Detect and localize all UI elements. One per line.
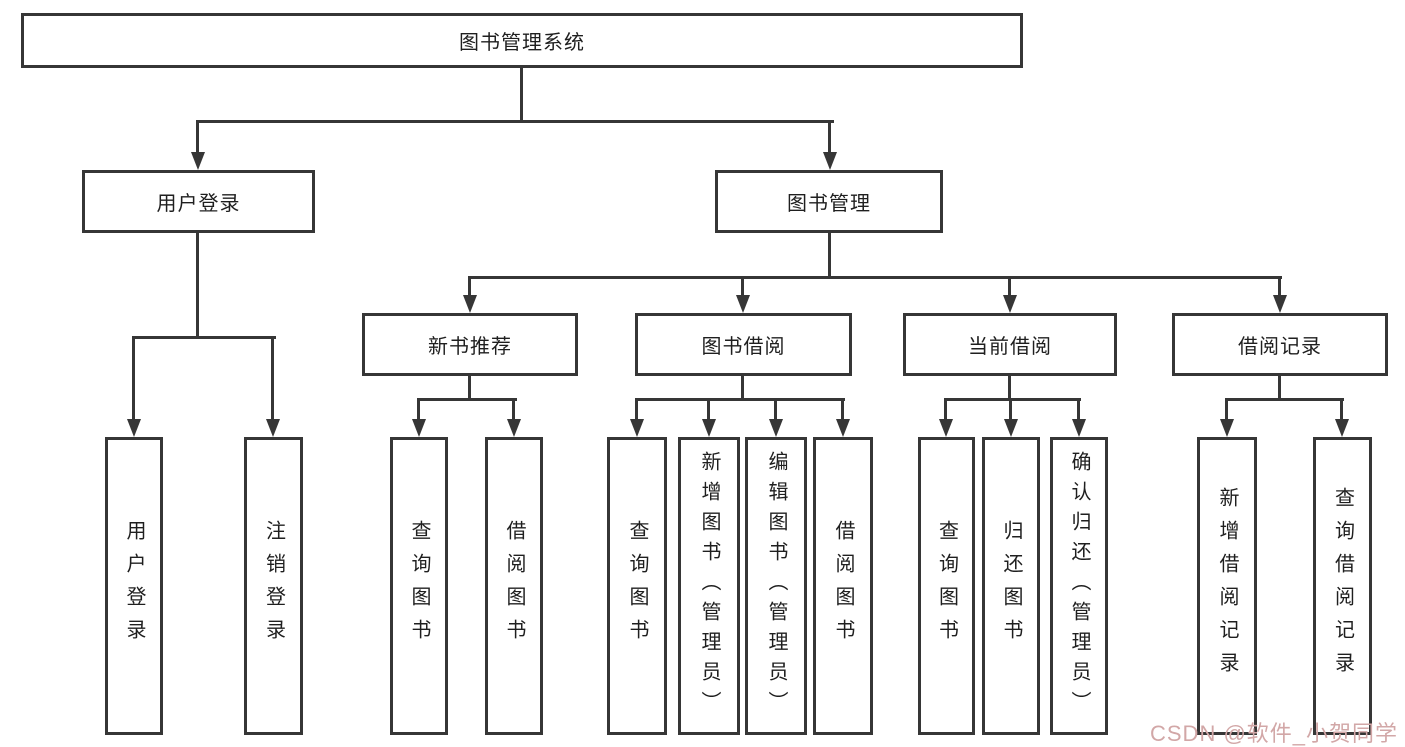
node-current-borrow: 当前借阅	[903, 313, 1117, 376]
connector-l3-drop	[1008, 276, 1011, 297]
connector-leaf-drop	[417, 398, 420, 421]
connector-leaf-drop	[132, 336, 135, 421]
connector-leaf-drop	[271, 336, 274, 421]
connector-leaf-drop	[1009, 398, 1012, 421]
leaf-label: 借阅图书	[503, 520, 525, 652]
arrowhead-icon	[507, 419, 521, 437]
arrowhead-icon	[736, 295, 750, 313]
arrowhead-icon	[702, 419, 716, 437]
node-book-borrow: 图书借阅	[635, 313, 852, 376]
connector-user-login-drop	[196, 120, 199, 154]
node-book-management-label: 图书管理	[787, 193, 871, 215]
leaf-query-books-recommend: 查询图书	[390, 437, 448, 735]
arrowhead-icon	[769, 419, 783, 437]
connector-leaf-drop	[1077, 398, 1080, 421]
leaf-edit-book-admin: 编辑图书（管理员）	[745, 437, 807, 735]
leaf-label: 注销登录	[262, 520, 285, 652]
leaf-label: 查询图书	[626, 520, 648, 652]
arrowhead-icon	[1072, 419, 1086, 437]
connector-current-bus	[944, 398, 1081, 401]
connector-borrow-bus	[635, 398, 845, 401]
connector-leaf-drop	[1340, 398, 1343, 421]
node-current-borrow-label: 当前借阅	[968, 336, 1052, 358]
arrowhead-icon	[836, 419, 850, 437]
leaf-logout: 注销登录	[244, 437, 303, 735]
arrowhead-icon	[191, 152, 205, 170]
leaf-query-books-borrow: 查询图书	[607, 437, 667, 735]
connector-new-books-stem	[468, 376, 471, 401]
arrowhead-icon	[823, 152, 837, 170]
node-new-book-recommend-label: 新书推荐	[428, 336, 512, 358]
node-book-management: 图书管理	[715, 170, 943, 233]
arrowhead-icon	[463, 295, 477, 313]
connector-leaf-drop	[512, 398, 515, 421]
connector-user-login-stem	[196, 233, 199, 339]
leaf-query-borrow-record: 查询借阅记录	[1313, 437, 1372, 735]
connector-user-login-bus	[132, 336, 276, 339]
leaf-borrow-books-borrow: 借阅图书	[813, 437, 873, 735]
watermark: CSDN @软件_小贺同学	[1150, 721, 1399, 746]
leaf-label: 查询借阅记录	[1331, 487, 1354, 685]
connector-l3-drop	[741, 276, 744, 297]
node-new-book-recommend: 新书推荐	[362, 313, 578, 376]
node-user-login: 用户登录	[82, 170, 315, 233]
leaf-label: 确认归还（管理员）	[1068, 451, 1090, 721]
node-root-label: 图书管理系统	[459, 32, 585, 54]
leaf-label: 新增图书（管理员）	[698, 451, 720, 721]
arrowhead-icon	[630, 419, 644, 437]
connector-leaf-drop	[774, 398, 777, 421]
connector-records-bus	[1225, 398, 1344, 401]
connector-root-bus	[196, 120, 834, 123]
connector-root-stem	[520, 68, 523, 123]
arrowhead-icon	[1004, 419, 1018, 437]
connector-records-stem	[1278, 376, 1281, 401]
leaf-label: 用户登录	[123, 520, 145, 652]
connector-current-stem	[1008, 376, 1011, 401]
node-book-borrow-label: 图书借阅	[701, 336, 786, 358]
leaf-label: 查询图书	[935, 520, 958, 652]
connector-leaf-drop	[707, 398, 710, 421]
connector-borrow-stem	[741, 376, 744, 401]
connector-book-mgmt-stem	[828, 233, 831, 279]
arrowhead-icon	[127, 419, 141, 437]
leaf-user-login: 用户登录	[105, 437, 163, 735]
node-root: 图书管理系统	[21, 13, 1023, 68]
connector-new-books-bus	[417, 398, 517, 401]
leaf-query-books-current: 查询图书	[918, 437, 975, 735]
arrowhead-icon	[1335, 419, 1349, 437]
leaf-label: 归还图书	[1000, 520, 1022, 652]
connector-book-mgmt-drop	[828, 120, 831, 154]
connector-leaf-drop	[635, 398, 638, 421]
arrowhead-icon	[1220, 419, 1234, 437]
leaf-confirm-return-admin: 确认归还（管理员）	[1050, 437, 1108, 735]
connector-leaf-drop	[841, 398, 844, 421]
leaf-borrow-books-recommend: 借阅图书	[485, 437, 543, 735]
connector-l3-drop	[468, 276, 471, 297]
node-borrow-records: 借阅记录	[1172, 313, 1388, 376]
connector-leaf-drop	[944, 398, 947, 421]
node-borrow-records-label: 借阅记录	[1238, 336, 1322, 358]
leaf-label: 新增借阅记录	[1216, 487, 1238, 685]
node-user-login-label: 用户登录	[156, 193, 241, 215]
arrowhead-icon	[1003, 295, 1017, 313]
leaf-label: 查询图书	[408, 520, 430, 652]
arrowhead-icon	[412, 419, 426, 437]
arrowhead-icon	[1273, 295, 1287, 313]
leaf-return-book: 归还图书	[982, 437, 1040, 735]
leaf-label: 编辑图书（管理员）	[765, 451, 787, 721]
arrowhead-icon	[266, 419, 280, 437]
connector-book-mgmt-bus	[468, 276, 1282, 279]
leaf-add-book-admin: 新增图书（管理员）	[678, 437, 740, 735]
leaf-add-borrow-record: 新增借阅记录	[1197, 437, 1257, 735]
arrowhead-icon	[939, 419, 953, 437]
connector-leaf-drop	[1225, 398, 1228, 421]
connector-l3-drop	[1278, 276, 1281, 297]
leaf-label: 借阅图书	[832, 520, 854, 652]
